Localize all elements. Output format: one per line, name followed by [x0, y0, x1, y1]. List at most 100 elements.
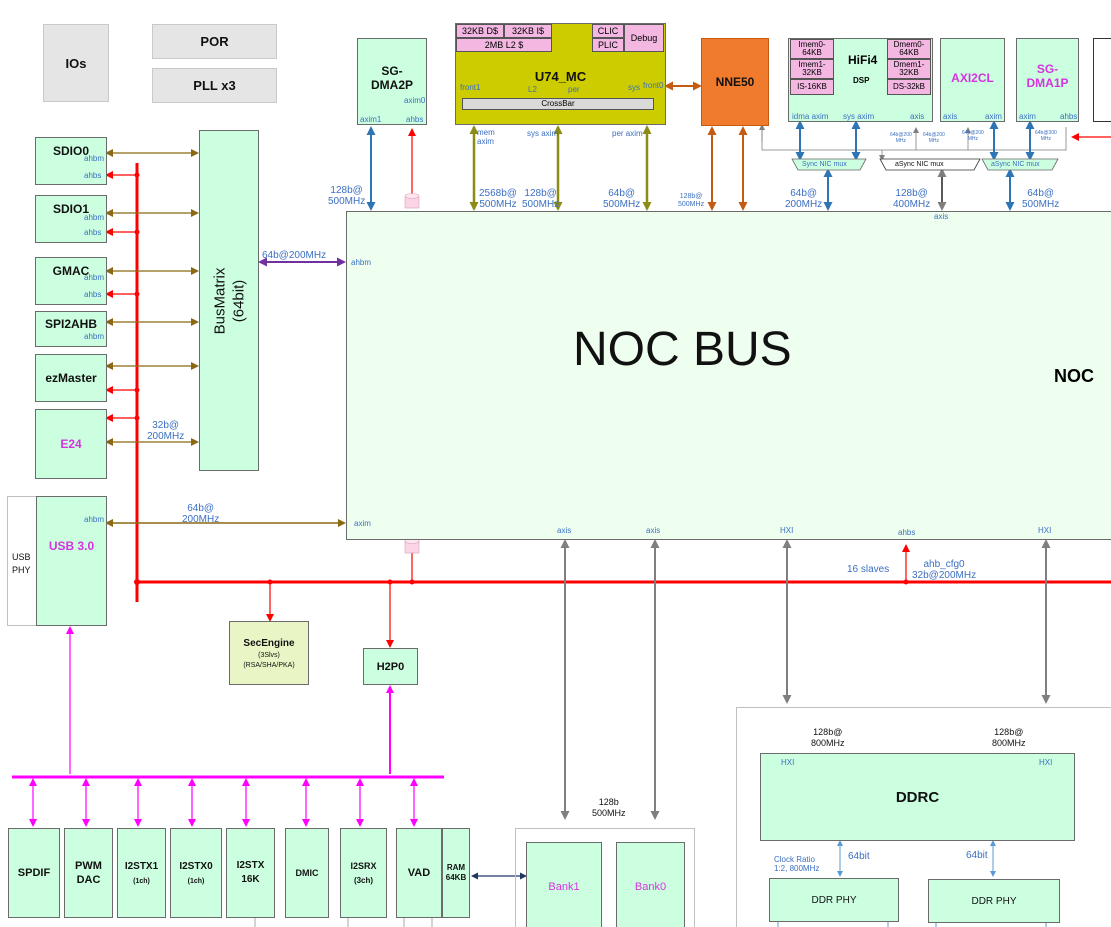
u74-icache: 32KB I$ [504, 24, 552, 38]
i2stx1-block: I2STX1 (1ch) [117, 828, 166, 918]
edge-block-stub [1093, 38, 1111, 122]
port-sys: sys [628, 83, 640, 92]
noc-bus-label: NOC BUS [573, 323, 792, 376]
pwm-dac-label: PWM DAC [75, 860, 102, 886]
port-axi2cl-axis: axis [943, 112, 958, 121]
ezmaster-block: ezMaster [35, 354, 107, 402]
hifi4-imem0: Imem0- 64KB [790, 39, 834, 59]
ddr-phy-1-label: DDR PHY [811, 894, 857, 906]
usb-phy-label: USB PHY [12, 552, 31, 575]
bw-ddr-64-l: 64bit [848, 851, 870, 862]
busmatrix-label: BusMatrix (64bit) [211, 267, 247, 334]
pwm-dac-block: PWM DAC [64, 828, 113, 918]
async-mux-1-label: aSync NIC mux [895, 161, 944, 168]
i2srx-label: I2SRX [350, 861, 377, 871]
dmic-block: DMIC [285, 828, 329, 918]
vad-block: VAD [396, 828, 442, 918]
i2srx-sub: (3ch) [353, 876, 374, 885]
ddr-phy-2-label: DDR PHY [971, 895, 1017, 907]
port-l2: L2 [528, 85, 537, 94]
hifi4-title: HiFi4 [848, 53, 878, 67]
port-sdio1-ahbm: ahbm [84, 213, 105, 222]
bw-u74-mem: 2568b@ 500MHz [479, 188, 517, 210]
bw-busmatrix-noc: 64b@200MHz [262, 250, 327, 261]
ios-block: IOs [43, 24, 109, 102]
port-sys-axim: sys axim [527, 129, 559, 138]
vad-label: VAD [407, 867, 431, 879]
i2stx1-sub: (1ch) [133, 878, 150, 885]
bank0-label: Bank0 [634, 881, 667, 893]
port-noc-axis-1: axis [557, 526, 572, 535]
u74-debug: Debug [624, 24, 664, 52]
bw-nne: 128b@ 500MHz [678, 193, 705, 208]
hifi4-dmem0: Dmem0- 64KB [887, 39, 931, 59]
cylinder-bottom [404, 538, 420, 554]
port-per: per [568, 85, 580, 94]
port-hifi-axis: axis [910, 112, 925, 121]
port-sdio1-ahbs: ahbs [84, 228, 102, 237]
bw-e24: 32b@ 200MHz [147, 420, 185, 442]
async-mux-2-shape [981, 158, 1059, 171]
e24-label: E24 [60, 437, 82, 451]
hifi4-ds: DS-32kB [887, 79, 931, 95]
port-mem-axim: mem axim [477, 128, 495, 146]
cylinder-top [404, 193, 420, 209]
bw-ddr-l: 128b@ 800MHz [811, 727, 845, 748]
secengine-block: SecEngine (3Slvs) (RSA/SHA/PKA) [229, 621, 309, 685]
noc-right-label: NOC [1054, 366, 1094, 386]
ram-block: RAM 64KB [442, 828, 470, 918]
sgdma1p-block: SG- DMA1P [1016, 38, 1079, 122]
bw-bank: 128b 500MHz [592, 797, 626, 818]
sdio1-label: SDIO1 [52, 202, 89, 216]
u74-plic: PLIC [592, 38, 624, 52]
i2stx16k-label: I2STX 16K [236, 860, 265, 885]
busmatrix-block: BusMatrix (64bit) [199, 130, 259, 471]
ddr-frame [736, 707, 1111, 927]
sgdma1p-label: SG- DMA1P [1026, 62, 1069, 90]
axi2cl-label: AXI2CL [951, 71, 994, 85]
nne50-block: NNE50 [701, 38, 769, 126]
i2stx0-sub: (1ch) [187, 878, 205, 885]
pll-label: PLL x3 [193, 78, 236, 93]
dmic-label: DMIC [295, 868, 319, 878]
port-noc-axim: axim [354, 519, 371, 528]
bw-ddr-64-r: 64bit [966, 850, 988, 861]
gmac-block: GMAC [35, 257, 107, 305]
port-per-axim: per axim [612, 129, 643, 138]
port-ddrc-hxi-r: HXI [1039, 758, 1053, 767]
nne50-label: NNE50 [715, 75, 755, 89]
port-noc-ahbs: ahbs [898, 528, 916, 537]
port-noc-hxi-1: HXI [780, 526, 794, 535]
bank1-label: Bank1 [548, 881, 580, 893]
port-noc-ahbm: ahbm [351, 258, 372, 267]
sdio0-block: SDIO0 [35, 137, 107, 185]
bw-hifi: 64b@ 200MHz [785, 188, 823, 210]
ios-label: IOs [65, 55, 87, 71]
bw-mux-b: 64b@200 MHz [923, 132, 945, 144]
bw-usb: 64b@ 200MHz [182, 503, 220, 525]
sdio1-block: SDIO1 [35, 195, 107, 243]
port-gmac-ahbm: ahbm [84, 273, 105, 282]
bw-axi2cl: 128b@ 400MHz [893, 188, 931, 210]
i2stx0-label: I2STX0 [179, 861, 213, 872]
bw-sgdma1p: 64b@ 500MHz [1022, 188, 1060, 210]
usb3-block: USB 3.0 [36, 496, 107, 626]
ddr-phy-2-block: DDR PHY [928, 879, 1060, 923]
i2stx1-label: I2STX1 [124, 861, 159, 872]
hifi4-imem1: Imem1- 32KB [790, 59, 834, 79]
ram-label: RAM 64KB [445, 863, 467, 882]
port-spi2ahb-ahbm: ahbm [84, 332, 105, 341]
secengine-title: SecEngine [243, 637, 295, 649]
axi2cl-block: AXI2CL [940, 38, 1005, 122]
gmac-label: GMAC [52, 264, 90, 278]
bw-slaves: 16 slaves [847, 564, 890, 575]
spi2ahb-block: SPI2AHB [35, 311, 107, 347]
sgdma2p-label: SG- DMA2P [370, 63, 413, 92]
port-front0: front0 [643, 81, 664, 90]
i2srx-block: I2SRX (3ch) [340, 828, 387, 918]
h2p0-block: H2P0 [363, 648, 418, 685]
ddr-phy-1-block: DDR PHY [769, 878, 899, 922]
u74-label: U74_MC [534, 69, 587, 84]
u74-l2: 2MB L2 $ [456, 38, 552, 52]
